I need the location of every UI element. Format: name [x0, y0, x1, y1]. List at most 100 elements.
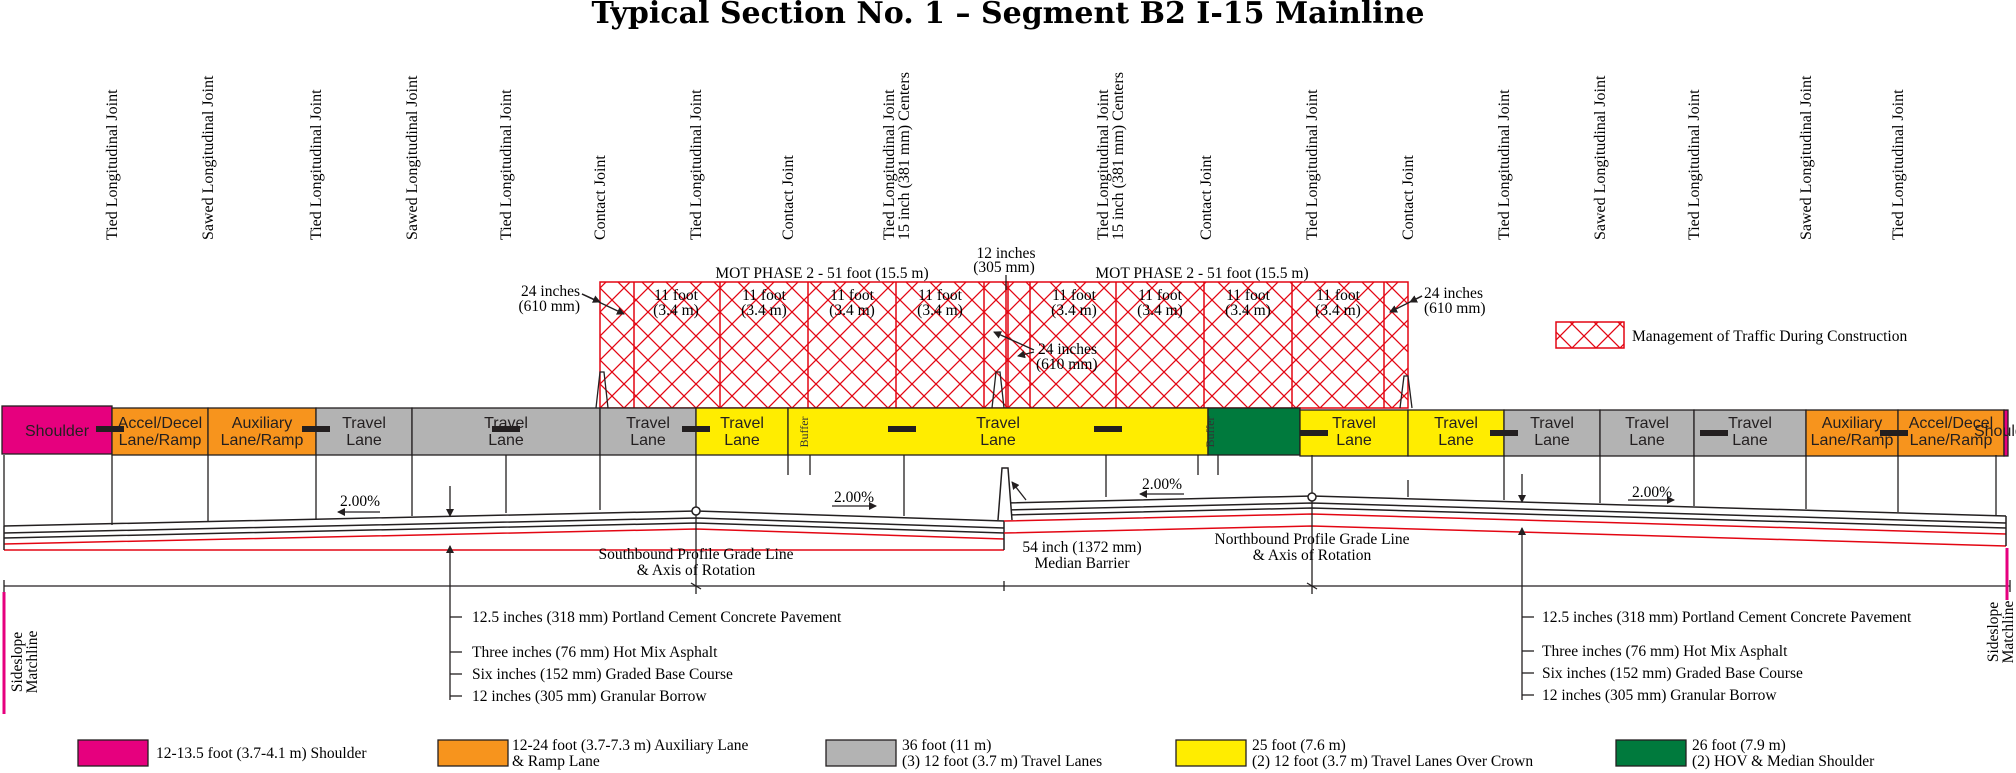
joint-label-1: Tied Longitudinal Joint [104, 89, 121, 240]
lane-16 [1897, 409, 2005, 457]
lane-13-label-line1: Travel [1625, 415, 1669, 432]
lane-12-label-line2: Lane [1534, 432, 1570, 449]
lane-3-label-line1: Auxiliary [232, 415, 292, 432]
layer-left-2: Three inches (76 mm) Hot Mix Asphalt [472, 644, 718, 661]
mot-zone [595, 281, 1413, 409]
joint-label-9: Tied Longitudinal Joint [881, 89, 898, 240]
mot-phase-right-label: MOT PHASE 2 - 51 foot (15.5 m) [1095, 265, 1308, 282]
lane-4-label-line2: Lane [346, 432, 382, 449]
joint-label-6: Contact Joint [592, 155, 609, 240]
layer-callouts-left [446, 545, 462, 700]
mot-lane-dividers [633, 282, 1385, 408]
diagram-title: Typical Section No. 1 – Segment B2 I-15 … [591, 0, 1424, 31]
joint-label-2: Sawed Longitudinal Joint [200, 75, 217, 240]
lane-7 [695, 407, 789, 456]
lane-14-label-line2: Lane [1732, 432, 1768, 449]
layer-left-1: 12.5 inches (318 mm) Portland Cement Con… [472, 609, 842, 626]
lane-15-label-line2: Lane/Ramp [1811, 432, 1894, 449]
layer-right-2: Three inches (76 mm) Hot Mix Asphalt [1542, 643, 1788, 660]
mot-offset-right-arrow-2 [1389, 295, 1423, 313]
buffer-label-right: Buffer [1203, 416, 1217, 447]
slope-label-4: 2.00% [1632, 484, 1672, 501]
lane-6-label-line1: Travel [626, 415, 670, 432]
layer-right-1: 12.5 inches (318 mm) Portland Cement Con… [1542, 609, 1912, 626]
lane-11-label-line2: Lane [1438, 432, 1474, 449]
lane-1-label: Shoulder [25, 423, 90, 440]
mot-lane-width-8-line1: 11 foot [1316, 287, 1360, 304]
mot-offset-right-line2: (610 mm) [1424, 300, 1486, 317]
sideslope-right-line2: Matchline [2000, 600, 2016, 663]
mot-lane-width-3-line2: (3.4 m) [829, 302, 875, 319]
mot-lane-width-4-line2: (3.4 m) [917, 302, 963, 319]
slope-label-1: 2.00% [340, 493, 380, 510]
lane-17-label: Shoulder [1974, 423, 2016, 440]
lane-13-label-line2: Lane [1629, 432, 1665, 449]
legend-label-5-line2: (2) HOV & Median Shoulder [1692, 753, 1875, 770]
mot-lane-width-8-line2: (3.4 m) [1315, 302, 1361, 319]
joint-label-4: Sawed Longitudinal Joint [404, 75, 421, 240]
mot-lane-width-7-line2: (3.4 m) [1225, 302, 1271, 319]
joint-label-7: Tied Longitudinal Joint [688, 89, 705, 240]
mot-lane-labels: 11 foot(3.4 m)11 foot(3.4 m)11 foot(3.4 … [653, 287, 1361, 319]
lane-8-label-line1: Travel [976, 415, 1020, 432]
mot-lane-width-7-line1: 11 foot [1226, 287, 1270, 304]
legend-label-3-line1: 36 foot (11 m) [902, 737, 991, 754]
median-barrier-label-1: 54 inch (1372 mm) [1022, 539, 1141, 556]
lane-4-label-line1: Travel [342, 415, 386, 432]
lane-8-label-line2: Lane [980, 432, 1016, 449]
northbound-axis-point [1307, 492, 1317, 502]
buffer-label-left: Buffer [797, 416, 811, 447]
legend-swatch-1 [77, 739, 149, 767]
joint-label-18: Tied Longitudinal Joint [1890, 89, 1907, 240]
layer-right-4: 12 inches (305 mm) Granular Borrow [1542, 687, 1777, 704]
mot-offset-center-line2: (610 mm) [1036, 356, 1098, 373]
joint-label-11: Contact Joint [1198, 155, 1215, 240]
mot-lane-width-5-line1: 11 foot [1052, 287, 1096, 304]
overall-dimension-line [3, 580, 2011, 592]
lane-15-label-line1: Auxiliary [1822, 415, 1882, 432]
southbound-pavement [3, 510, 1005, 551]
lane-7-label-line1: Travel [720, 415, 764, 432]
mot-lane-width-1-line1: 11 foot [654, 287, 698, 304]
joint-drop-lines [3, 455, 1997, 526]
legend-swatch-4 [1175, 739, 1247, 767]
lane-12-label-line1: Travel [1530, 415, 1574, 432]
legend-label-2-line1: 12-24 foot (3.7-7.3 m) Auxiliary Lane [512, 737, 748, 754]
lane-10-label-line1: Travel [1332, 415, 1376, 432]
joint-label-14: Tied Longitudinal Joint [1496, 89, 1513, 240]
lane-10-label-line2: Lane [1336, 432, 1372, 449]
legend-label-4-line2: (2) 12 foot (3.7 m) Travel Lanes Over Cr… [1252, 753, 1533, 770]
layer-left-3: Six inches (152 mm) Graded Base Course [472, 666, 733, 683]
lane-5-label-line2: Lane [488, 432, 524, 449]
joint-label-16: Tied Longitudinal Joint [1686, 89, 1703, 240]
joint-label-12: Tied Longitudinal Joint [1304, 89, 1321, 240]
southbound-axis-point [691, 506, 701, 516]
mot-gap-line1: 12 inches [977, 245, 1036, 262]
legend-swatch-2 [437, 739, 509, 767]
lane-17 [2003, 409, 2009, 457]
sideslope-left-line1: Sideslope [9, 632, 26, 692]
temporary-barriers [595, 371, 1413, 409]
mot-legend-swatch [1555, 321, 1625, 349]
mot-lane-width-6-line2: (3.4 m) [1137, 302, 1183, 319]
legend-label-4-line1: 25 foot (7.6 m) [1252, 737, 1346, 754]
legend-swatch-5 [1615, 739, 1687, 767]
mot-lane-width-2-line2: (3.4 m) [741, 302, 787, 319]
layer-right-3: Six inches (152 mm) Graded Base Course [1542, 665, 1803, 682]
mot-offset-left-arrow-2 [581, 293, 625, 315]
mot-phase-left-label: MOT PHASE 2 - 51 foot (15.5 m) [715, 265, 928, 282]
mot-offset-left-line2: (610 mm) [518, 298, 580, 315]
lane-7-label-line2: Lane [724, 432, 760, 449]
joint-label-10-line2: 15 inch (381 mm) Centers [1110, 72, 1127, 240]
lane-2-label-line2: Lane/Ramp [119, 432, 202, 449]
slope-label-3: 2.00% [1142, 476, 1182, 493]
lane-6 [599, 407, 697, 456]
lane-16-label-line2: Lane/Ramp [1910, 432, 1993, 449]
sideslope-left-line2: Matchline [24, 630, 41, 693]
lane-14-label-line1: Travel [1728, 415, 1772, 432]
layer-callouts-right [1518, 527, 1534, 700]
lane-9 [1207, 407, 1301, 456]
lane-13 [1599, 409, 1695, 457]
tie-bars [96, 426, 1908, 436]
sideslope-right-line1: Sideslope [1985, 602, 2002, 662]
